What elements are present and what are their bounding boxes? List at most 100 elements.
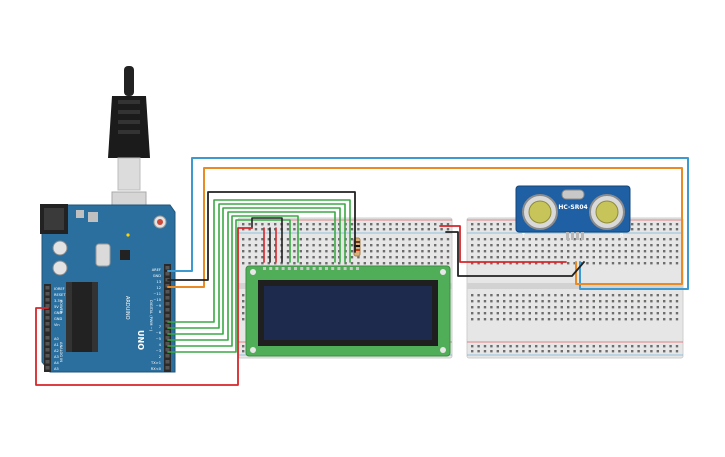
breadboard-hole	[599, 256, 602, 259]
power-jack-inner	[44, 208, 64, 230]
breadboard-hole	[611, 306, 615, 309]
pin-socket	[45, 328, 50, 332]
breadboard-hole	[669, 300, 672, 303]
resistor[interactable]	[353, 237, 361, 257]
wire-green-d5[interactable]	[167, 207, 341, 335]
breadboard-hole	[242, 345, 245, 348]
wire-red-sensor-vcc[interactable]	[439, 225, 567, 263]
breadboard-hole	[350, 238, 354, 241]
breadboard-hole	[440, 244, 443, 247]
hc-sr04-sensor[interactable]: HC-SR04 T R	[515, 185, 631, 240]
breadboard-hole	[611, 256, 615, 259]
breadboard-hole	[293, 238, 296, 241]
breadboard-hole	[389, 262, 392, 265]
breadboard-hole	[637, 306, 640, 309]
breadboard-hole	[605, 318, 608, 321]
pin-label: A3	[54, 355, 59, 359]
breadboard-hole	[663, 312, 666, 315]
pin-socket	[45, 348, 50, 352]
breadboard-hole	[357, 262, 360, 265]
wire-green-d4[interactable]	[167, 211, 336, 341]
lcd-pin	[281, 267, 285, 270]
wire-green-d6[interactable]	[167, 203, 346, 329]
breadboard-hole	[370, 223, 373, 226]
wire-blue-trig[interactable]	[167, 157, 689, 290]
breadboard-hole	[522, 256, 525, 259]
breadboard-hole	[554, 350, 557, 353]
breadboard-hole	[631, 306, 634, 309]
pin-label: 8	[159, 310, 162, 314]
sensor-pin-gnd	[581, 232, 584, 240]
breadboard-hole	[637, 312, 640, 315]
breadboard-hole	[605, 306, 608, 309]
wire-black-jumper[interactable]	[251, 217, 283, 263]
breadboard-hole	[306, 256, 309, 259]
breadboard-hole	[541, 238, 544, 241]
breadboard-hole	[650, 244, 653, 247]
lcd-pin	[294, 267, 297, 270]
breadboard-hole	[624, 350, 627, 353]
breadboard-hole	[376, 238, 379, 241]
breadboard-hole	[414, 238, 418, 241]
breadboard-hole	[414, 244, 418, 247]
breadboard-hole	[631, 312, 634, 315]
breadboard-hole	[637, 256, 640, 259]
wire-orange-echo[interactable]	[167, 167, 683, 288]
wire-black-lcd[interactable]	[167, 191, 356, 281]
pin-socket	[45, 336, 50, 340]
breadboard-hole	[579, 312, 583, 315]
breadboard-hole	[573, 244, 576, 247]
pin-socket	[45, 354, 50, 358]
breadboard-hole	[643, 223, 647, 226]
breadboard-hole	[363, 256, 366, 259]
breadboard-hole	[299, 238, 302, 241]
breadboard-hole	[535, 238, 538, 241]
breadboard-hole	[586, 318, 589, 321]
breadboard-hole	[434, 256, 437, 259]
breadboard-hole	[631, 294, 634, 297]
breadboard-hole	[605, 300, 608, 303]
wire-black-sensor-gnd[interactable]	[445, 231, 585, 277]
breadboard-hole	[471, 350, 474, 353]
breadboard-hole	[624, 312, 627, 315]
breadboard-hole	[427, 262, 430, 265]
breadboard-hole	[547, 250, 551, 253]
breadboard-hole	[267, 262, 270, 265]
breadboard-hole	[618, 262, 621, 265]
breadboard-hole	[541, 256, 544, 259]
breadboard-hole	[541, 345, 544, 348]
breadboard-hole	[434, 262, 437, 265]
pin-label: A5	[54, 367, 59, 371]
breadboard-hole	[605, 262, 608, 265]
breadboard-hole	[631, 223, 634, 226]
breadboard-hole	[471, 306, 474, 309]
breadboard-hole	[421, 256, 424, 259]
breadboard-hole	[242, 294, 245, 297]
breadboard-hole	[663, 300, 666, 303]
breadboard-hole	[631, 318, 634, 321]
breadboard-hole	[477, 350, 480, 353]
breadboard-hole	[509, 256, 512, 259]
breadboard-hole	[586, 256, 589, 259]
breadboard-hole	[618, 244, 621, 247]
wire-green-d7[interactable]	[167, 199, 351, 323]
lcd-16x2-module[interactable]	[245, 265, 451, 357]
breadboard-hole	[503, 256, 506, 259]
wire-green-en[interactable]	[167, 215, 299, 347]
breadboard-hole	[573, 294, 576, 297]
breadboard-hole	[421, 223, 424, 226]
breadboard-hole	[242, 306, 245, 309]
breadboard-hole	[637, 228, 640, 231]
breadboard-hole	[242, 300, 245, 303]
wire-green-rs[interactable]	[167, 219, 291, 353]
breadboard-hole	[286, 256, 290, 259]
breadboard-right[interactable]	[466, 217, 684, 359]
breadboard-hole	[414, 262, 418, 265]
pin-socket	[165, 342, 170, 346]
breadboard-hole	[669, 262, 672, 265]
wire-red-5v[interactable]	[35, 227, 253, 386]
breadboard-hole	[254, 228, 258, 231]
breadboard-hole	[567, 312, 570, 315]
